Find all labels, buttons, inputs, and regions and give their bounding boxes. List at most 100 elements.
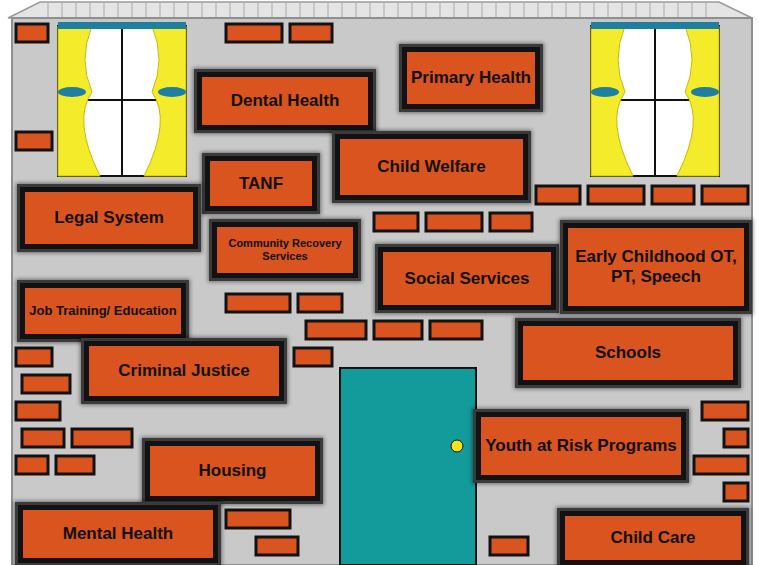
shingle-line <box>692 3 693 17</box>
shingle-line <box>328 3 329 17</box>
service-brick: Child Welfare <box>335 134 528 200</box>
brick <box>290 24 332 42</box>
brick <box>490 213 532 231</box>
shingle-line <box>370 3 371 17</box>
shingle-line <box>384 3 385 17</box>
shingle-line <box>580 3 581 17</box>
shingle-line <box>216 3 217 17</box>
service-brick: Early Childhood OT, PT, Speech <box>563 223 749 311</box>
service-brick: Child Care <box>560 511 746 565</box>
service-label: Legal System <box>54 208 164 228</box>
curtain <box>58 26 100 176</box>
brick <box>306 321 366 339</box>
shingle-line <box>230 3 231 17</box>
service-brick: Job Training/ Education <box>20 283 186 339</box>
shingle-line <box>202 3 203 17</box>
shingle-line <box>48 3 49 17</box>
brick <box>16 24 48 42</box>
curtain-rod <box>58 22 186 29</box>
shingle-line <box>90 3 91 17</box>
shingle-line <box>188 3 189 17</box>
brick <box>294 348 332 366</box>
shingle-line <box>146 3 147 17</box>
brick <box>56 456 94 474</box>
window-pane <box>591 26 719 176</box>
door-panel <box>340 368 476 565</box>
brick <box>694 456 748 474</box>
brick <box>16 402 60 420</box>
brick <box>588 186 644 204</box>
brick <box>426 213 482 231</box>
service-label: Child Care <box>610 528 695 548</box>
shingle-line <box>678 3 679 17</box>
roof <box>8 2 752 18</box>
shingle-line <box>538 3 539 17</box>
brick <box>16 132 52 150</box>
tieback <box>58 87 86 97</box>
shingle-line <box>608 3 609 17</box>
brick <box>16 456 48 474</box>
service-brick: Criminal Justice <box>84 341 284 401</box>
curtain <box>144 26 186 176</box>
service-brick: Schools <box>518 321 738 385</box>
shingle-line <box>62 3 63 17</box>
roof-shingles <box>48 3 706 17</box>
brick <box>256 537 298 555</box>
shingle-line <box>118 3 119 17</box>
shingle-line <box>426 3 427 17</box>
tieback <box>591 87 619 97</box>
shingle-line <box>272 3 273 17</box>
brick <box>724 429 748 447</box>
shingle-line <box>76 3 77 17</box>
service-label: TANF <box>239 174 283 194</box>
service-label: Primary Health <box>411 68 531 88</box>
shingle-line <box>482 3 483 17</box>
brick <box>226 294 290 312</box>
service-brick: Legal System <box>20 187 198 249</box>
door-knob <box>451 440 463 452</box>
shingle-line <box>104 3 105 17</box>
brick <box>226 510 290 528</box>
brick <box>724 483 748 501</box>
shingle-line <box>286 3 287 17</box>
brick <box>536 186 580 204</box>
shingle-line <box>314 3 315 17</box>
brick <box>490 537 528 555</box>
shingle-line <box>510 3 511 17</box>
shingle-line <box>706 3 707 17</box>
brick <box>702 186 748 204</box>
shingle-line <box>258 3 259 17</box>
service-brick: Dental Health <box>197 72 373 130</box>
brick <box>430 321 482 339</box>
service-label: Mental Health <box>63 524 174 544</box>
brick <box>16 348 52 366</box>
service-brick: Community Recovery Services <box>212 222 358 278</box>
service-label: Job Training/ Education <box>29 304 176 319</box>
wall <box>12 18 752 565</box>
service-label: Community Recovery Services <box>217 237 353 262</box>
service-brick: Primary Health <box>402 47 540 109</box>
service-brick: Mental Health <box>18 505 218 563</box>
shingle-line <box>356 3 357 17</box>
brick <box>72 429 132 447</box>
brick <box>374 213 418 231</box>
tieback <box>691 87 719 97</box>
curtain-rod <box>591 22 719 29</box>
shingle-line <box>622 3 623 17</box>
brick <box>226 24 282 42</box>
shingle-line <box>398 3 399 17</box>
shingle-line <box>524 3 525 17</box>
shingle-line <box>650 3 651 17</box>
right-window <box>591 22 719 176</box>
service-label: Early Childhood OT, PT, Speech <box>568 247 744 286</box>
tieback <box>158 87 186 97</box>
brick <box>22 429 64 447</box>
shingle-line <box>664 3 665 17</box>
shingle-line <box>552 3 553 17</box>
service-label: Schools <box>595 343 661 363</box>
shingle-line <box>412 3 413 17</box>
brick <box>298 294 342 312</box>
service-label: Child Welfare <box>377 157 485 177</box>
curtain <box>677 26 719 176</box>
